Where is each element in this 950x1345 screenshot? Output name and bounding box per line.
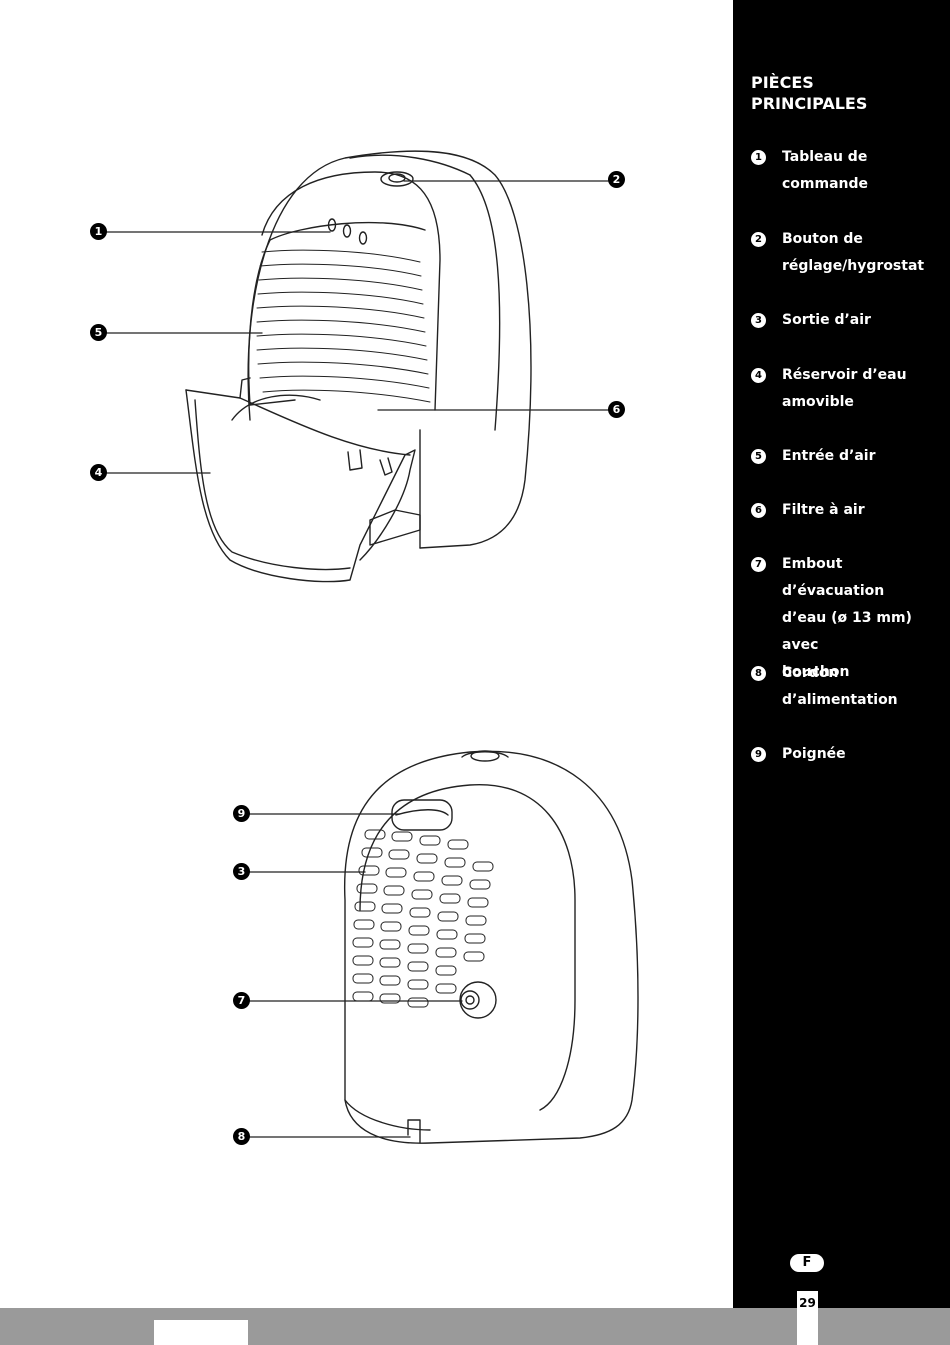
callout-2: 2	[608, 171, 625, 188]
sidebar-title-line2: PRINCIPALES	[751, 94, 868, 113]
callout-6: 6	[608, 401, 625, 418]
part-item-4: 4 Réservoir d’eau amovible	[751, 362, 946, 416]
part-item-6: 6 Filtre à air	[751, 497, 946, 524]
part-number: 3	[751, 313, 766, 328]
part-label-line: d’alimentation	[782, 692, 898, 708]
part-label-line: Filtre à air	[782, 502, 865, 518]
part-item-8: 8 Cordon d’alimentation	[751, 660, 946, 714]
footer-bar-right	[818, 1308, 950, 1345]
part-item-7: 7 Embout d’évacuation d’eau (ø 13 mm) av…	[751, 551, 946, 686]
part-number: 5	[751, 449, 766, 464]
page-number: 29	[799, 1296, 816, 1310]
leader-lines	[106, 180, 609, 1138]
part-label-line: Poignée	[782, 746, 846, 762]
callout-5: 5	[90, 324, 107, 341]
part-label-line: réglage/hygrostat	[782, 258, 925, 274]
air-outlet-grille	[352, 829, 494, 1008]
part-label-line: bouchon	[782, 664, 850, 680]
part-item-3: 3 Sortie d’air	[751, 307, 946, 334]
part-item-2: 2 Bouton de réglage/hygrostat	[751, 226, 946, 280]
part-item-5: 5 Entrée d’air	[751, 443, 946, 470]
parts-sidebar: PIÈCES PRINCIPALES 1 Tableau de commande…	[733, 0, 950, 1345]
part-number: 2	[751, 232, 766, 247]
callout-8: 8	[233, 1128, 250, 1145]
part-number: 8	[751, 666, 766, 681]
sidebar-title: PIÈCES PRINCIPALES	[751, 72, 867, 114]
callout-7: 7	[233, 992, 250, 1009]
part-number: 6	[751, 503, 766, 518]
part-label-line: Réservoir d’eau	[782, 367, 907, 383]
part-label-line: commande	[782, 176, 869, 192]
part-item-9: 9 Poignée	[751, 741, 946, 768]
callout-1: 1	[90, 223, 107, 240]
part-label-line: d’eau (ø 13 mm) avec	[782, 610, 912, 653]
callout-3: 3	[233, 863, 250, 880]
front-view-dehumidifier	[185, 150, 532, 583]
part-number: 4	[751, 368, 766, 383]
page-number-tab: 29	[797, 1291, 818, 1345]
callout-9: 9	[233, 805, 250, 822]
sidebar-title-line1: PIÈCES	[751, 73, 814, 92]
part-label-line: Bouton de	[782, 231, 863, 247]
part-label-line: amovible	[782, 394, 854, 410]
part-label-line: Embout d’évacuation	[782, 556, 885, 599]
footer-tab	[154, 1320, 248, 1345]
part-label-line: Entrée d’air	[782, 448, 876, 464]
part-label-line: Cordon	[782, 665, 839, 681]
back-view-dehumidifier	[344, 750, 639, 1144]
language-badge: F	[790, 1254, 824, 1272]
part-label-line: Tableau de	[782, 149, 868, 165]
part-number: 1	[751, 150, 766, 165]
part-number: 9	[751, 747, 766, 762]
part-number: 7	[751, 557, 766, 572]
footer-bar	[0, 1308, 797, 1345]
part-label-line: Sortie d’air	[782, 312, 871, 328]
callout-4: 4	[90, 464, 107, 481]
part-item-1: 1 Tableau de commande	[751, 144, 946, 198]
product-illustrations	[106, 150, 639, 1144]
